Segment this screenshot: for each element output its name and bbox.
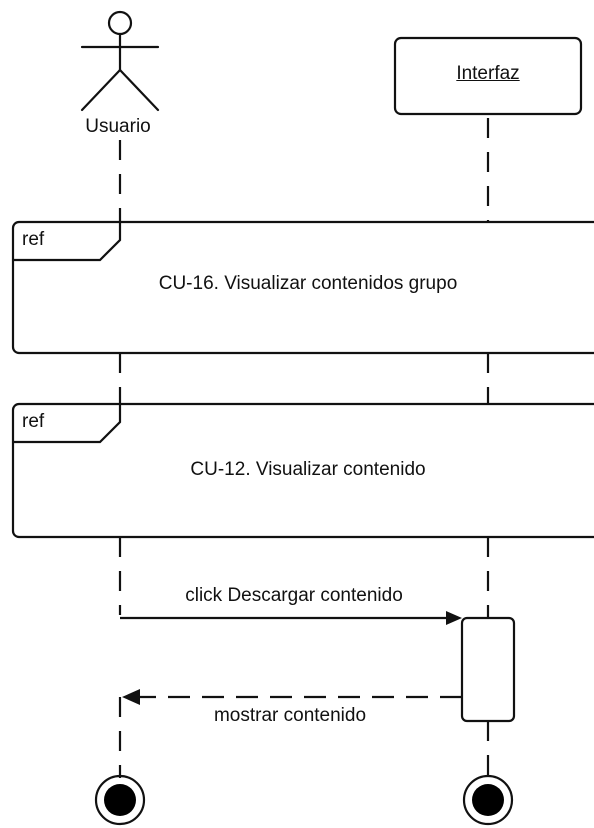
ref-fragment-2 xyxy=(11,402,594,539)
ref-tag-pentagon-2 xyxy=(11,402,122,444)
message-2-arrowhead xyxy=(122,689,140,705)
activation-bar xyxy=(460,616,516,723)
message-1-label: click Descargar contenido xyxy=(185,585,403,606)
lifeline-head-box xyxy=(393,36,583,116)
message-2-label: mostrar contenido xyxy=(213,705,367,726)
ref-fragment-1-tag: ref xyxy=(22,229,45,250)
actor-end-icon xyxy=(94,774,146,826)
ref-fragment-1-title: CU-16. Visualizar contenidos grupo xyxy=(158,273,458,294)
lifeline-title: Interfaz xyxy=(456,63,520,84)
actor-figure-icon xyxy=(80,10,160,112)
actor-label: Usuario xyxy=(85,116,151,137)
interface-end-icon xyxy=(462,774,514,826)
message-1-arrowhead xyxy=(446,611,462,625)
ref-tag-pentagon-1 xyxy=(11,220,122,262)
ref-fragment-1 xyxy=(11,220,594,355)
ref-fragment-2-tag: ref xyxy=(22,411,45,432)
ref-fragment-2-title: CU-12. Visualizar contenido xyxy=(190,459,426,480)
